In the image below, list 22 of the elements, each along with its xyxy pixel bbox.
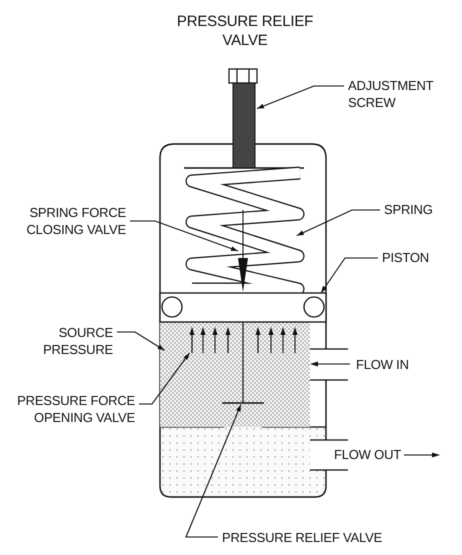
part-label: ADJUSTMENT SCREW	[348, 77, 443, 111]
leader-line	[256, 85, 344, 110]
pressure-chamber	[160, 322, 310, 427]
flow-label: FLOW IN	[356, 356, 410, 373]
piston-drawing	[159, 292, 327, 323]
leader-line	[296, 209, 380, 236]
leader-line	[117, 331, 165, 351]
part-label: SPRING	[384, 201, 444, 218]
flow-label: FLOW OUT	[334, 446, 402, 463]
leader-line	[139, 352, 190, 405]
leader-line	[320, 257, 378, 294]
part-label: PISTON	[382, 249, 442, 266]
adjustment-screw-drawing	[228, 68, 258, 168]
leader-line	[130, 220, 238, 252]
valve-poppet-drawing	[222, 322, 264, 404]
part-label: SOURCE PRESSURE	[28, 324, 113, 358]
part-label: PRESSURE FORCE OPENING VALVE	[0, 392, 135, 426]
diagram-title: PRESSURE RELIEF VALVE	[176, 12, 314, 50]
force-arrow	[190, 327, 298, 353]
part-label: SPRING FORCE CLOSING VALVE	[8, 204, 126, 238]
part-label: PRESSURE RELIEF VALVE	[222, 529, 422, 546]
leader-line	[185, 404, 242, 538]
